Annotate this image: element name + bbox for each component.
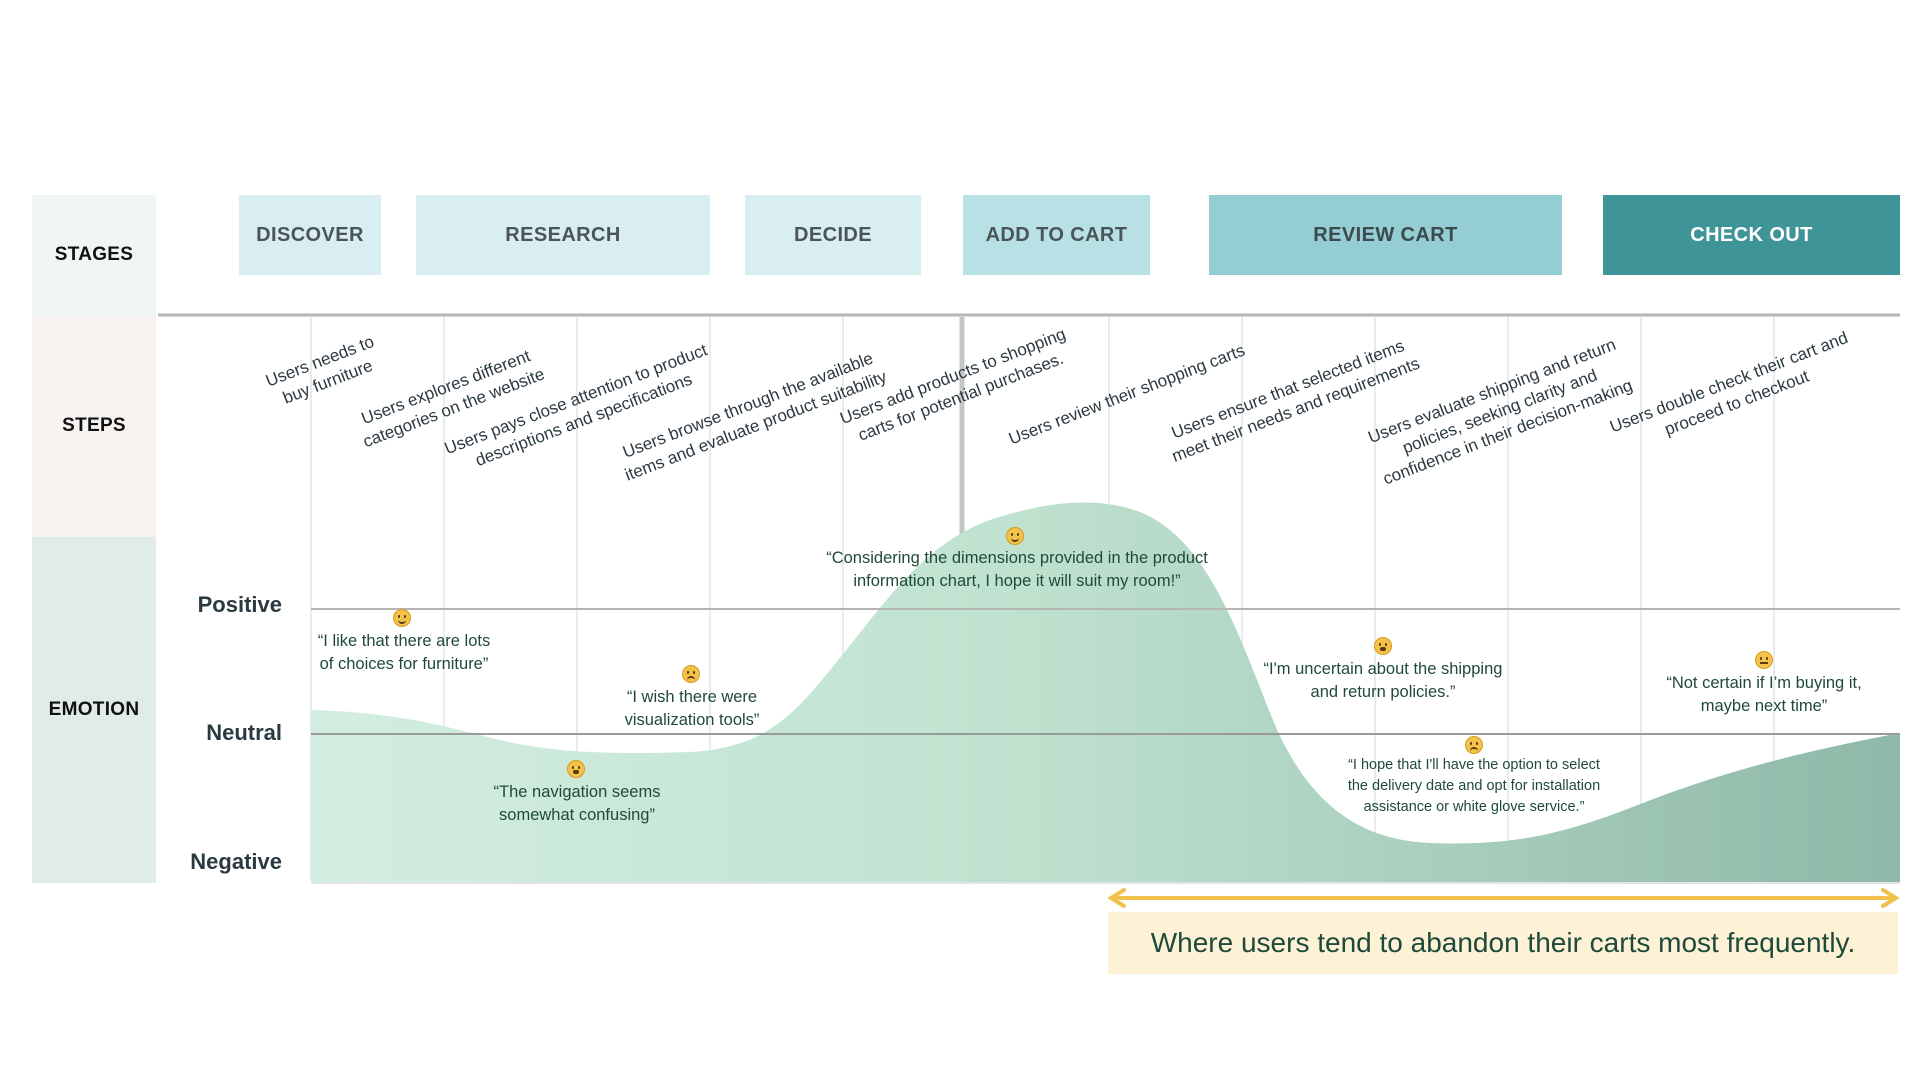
slightly-smiling-face-icon (393, 609, 411, 627)
stages-row-label: STAGES (54, 244, 134, 265)
cart-abandonment-callout: Where users tend to abandon their carts … (1108, 912, 1898, 974)
slightly-frowning-face-icon (682, 665, 700, 683)
weary-face-icon (1374, 637, 1392, 655)
quote-delivery-date-option: “I hope that I'll have the option to sel… (1347, 757, 1601, 815)
level-neutral: Neutral (206, 720, 282, 745)
quote-dimensions-suit-room: “Considering the dimensions provided in … (826, 549, 1208, 590)
stage-check-out: CHECK OUT (1603, 195, 1900, 275)
stage-decide: DECIDE (745, 195, 921, 275)
neutral-face-icon (1755, 651, 1773, 669)
steps-row-panel (32, 315, 156, 537)
steps-row-label: STEPS (62, 415, 126, 436)
level-negative: Negative (190, 849, 282, 874)
smiling-face-icon (1006, 527, 1024, 545)
stage-review-cart: REVIEW CART (1209, 195, 1562, 275)
quote-navigation-confusing: “The navigation seems somewhat confusing… (493, 783, 661, 824)
stage-research: RESEARCH (416, 195, 710, 275)
level-positive: Positive (197, 592, 282, 617)
quote-lots-of-choices: “I like that there are lots of choices f… (317, 632, 491, 673)
stages-row-panel (32, 195, 156, 315)
quote-not-certain-buying: “Not certain if I’m buying it, maybe nex… (1666, 674, 1862, 715)
emotion-row-panel (32, 537, 156, 883)
stage-discover: DISCOVER (239, 195, 381, 275)
abandon-range-arrow (1107, 888, 1900, 908)
weary-face-icon (567, 760, 585, 778)
emotion-row-label: EMOTION (48, 699, 140, 720)
worried-face-icon (1465, 736, 1483, 754)
quote-visualization-tools: “I wish there were visualization tools” (624, 688, 760, 729)
stage-add-to-cart: ADD TO CART (963, 195, 1150, 275)
emotion-curve (311, 502, 1900, 883)
quote-uncertain-shipping: “I'm uncertain about the shipping and re… (1263, 660, 1503, 701)
